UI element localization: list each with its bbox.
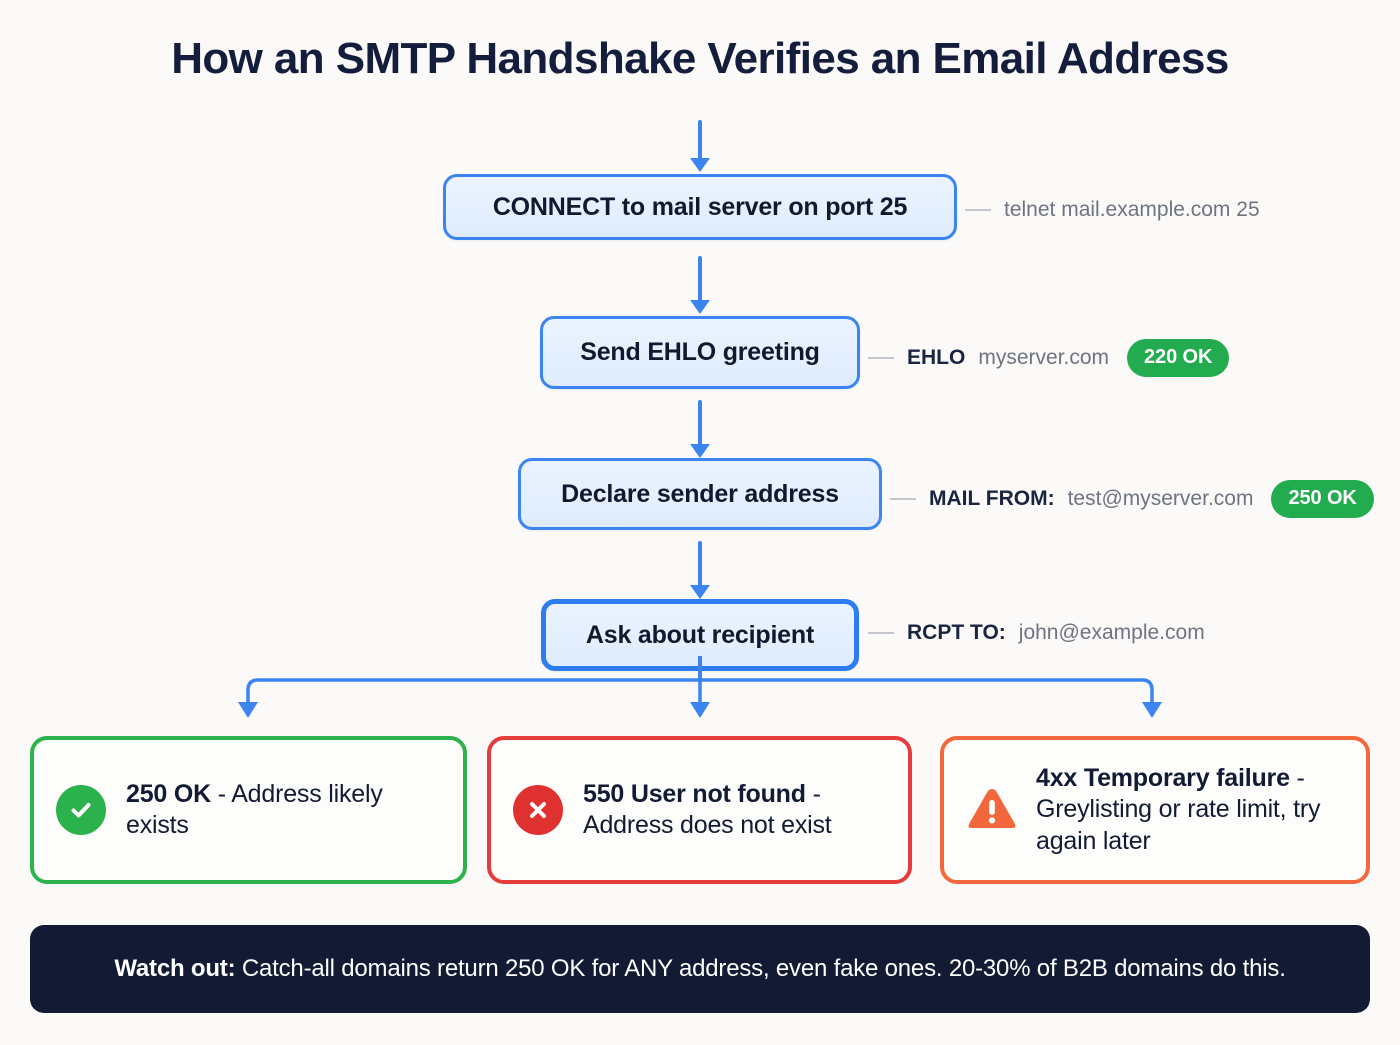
warning-banner-body: Catch-all domains return 250 OK for ANY … (235, 955, 1286, 982)
annotation-value: myserver.com (978, 346, 1110, 369)
warning-banner-lead: Watch out: (114, 955, 236, 982)
page-title: How an SMTP Handshake Verifies an Email … (171, 34, 1229, 83)
connector-dash-icon (890, 498, 916, 500)
outcome-card-success[interactable]: 250 OK - Address likely exists (30, 736, 467, 884)
step-label: Declare sender address (561, 479, 839, 508)
branch-connector (238, 656, 1162, 718)
step-label: Send EHLO greeting (580, 338, 820, 366)
connector-dash-icon (868, 357, 894, 359)
step-box-ehlo[interactable]: Send EHLO greeting (540, 316, 860, 389)
outcome-code: 250 OK (126, 779, 211, 808)
outcome-text: 4xx Temporary failure - Greylisting or r… (1036, 763, 1344, 858)
step-box-mail-from[interactable]: Declare sender address (518, 458, 882, 530)
warning-banner: Watch out: Catch-all domains return 250 … (30, 925, 1370, 1013)
step-label: CONNECT to mail server on port 25 (492, 192, 908, 221)
outcome-card-failure[interactable]: 550 User not found - Address does not ex… (487, 736, 912, 884)
arrow-down-icon-entry (690, 120, 710, 172)
outcome-text: 550 User not found - Address does not ex… (583, 779, 886, 842)
status-badge: 220 OK (1127, 339, 1230, 377)
connector-dash-icon (868, 632, 894, 634)
annotation-command: EHLO (907, 346, 966, 369)
annotation-value: john@example.com (1018, 621, 1205, 644)
warning-banner-text: Watch out: Catch-all domains return 250 … (114, 955, 1286, 983)
step-box-connect[interactable]: CONNECT to mail server on port 25 (443, 174, 957, 240)
annotation-value: test@myserver.com (1067, 487, 1254, 510)
outcome-text: 250 OK - Address likely exists (126, 779, 441, 842)
check-circle-icon (56, 785, 106, 835)
annotation-command: RCPT TO: (907, 621, 1006, 644)
step-label: Ask about recipient (585, 620, 815, 649)
warning-triangle-icon (966, 785, 1016, 835)
annotation-connect: telnet mail.example.com 25 (965, 198, 1260, 222)
outcome-description: - Greylisting or rate limit, try again l… (1036, 763, 1321, 855)
arrow-down-icon-2 (690, 400, 710, 458)
status-badge: 250 OK (1271, 480, 1374, 518)
arrow-down-icon-1 (690, 256, 710, 314)
annotation-command: MAIL FROM: (929, 487, 1055, 510)
outcome-code: 4xx Temporary failure (1036, 763, 1290, 792)
outcome-code: 550 User not found (583, 779, 806, 808)
annotation-mail-from: MAIL FROM: test@myserver.com 250 OK (890, 480, 1374, 518)
outcome-card-temporary[interactable]: 4xx Temporary failure - Greylisting or r… (940, 736, 1370, 884)
annotation-ehlo: EHLO myserver.com 220 OK (868, 339, 1230, 377)
x-circle-icon (513, 785, 563, 835)
arrow-down-icon-3 (690, 541, 710, 599)
annotation-rcpt-to: RCPT TO: john@example.com (868, 621, 1205, 645)
outcome-description: - Address likely exists (126, 779, 383, 840)
connector-dash-icon (965, 209, 991, 211)
outcome-description: - Address does not exist (583, 779, 832, 840)
annotation-value: telnet mail.example.com 25 (1004, 198, 1260, 221)
